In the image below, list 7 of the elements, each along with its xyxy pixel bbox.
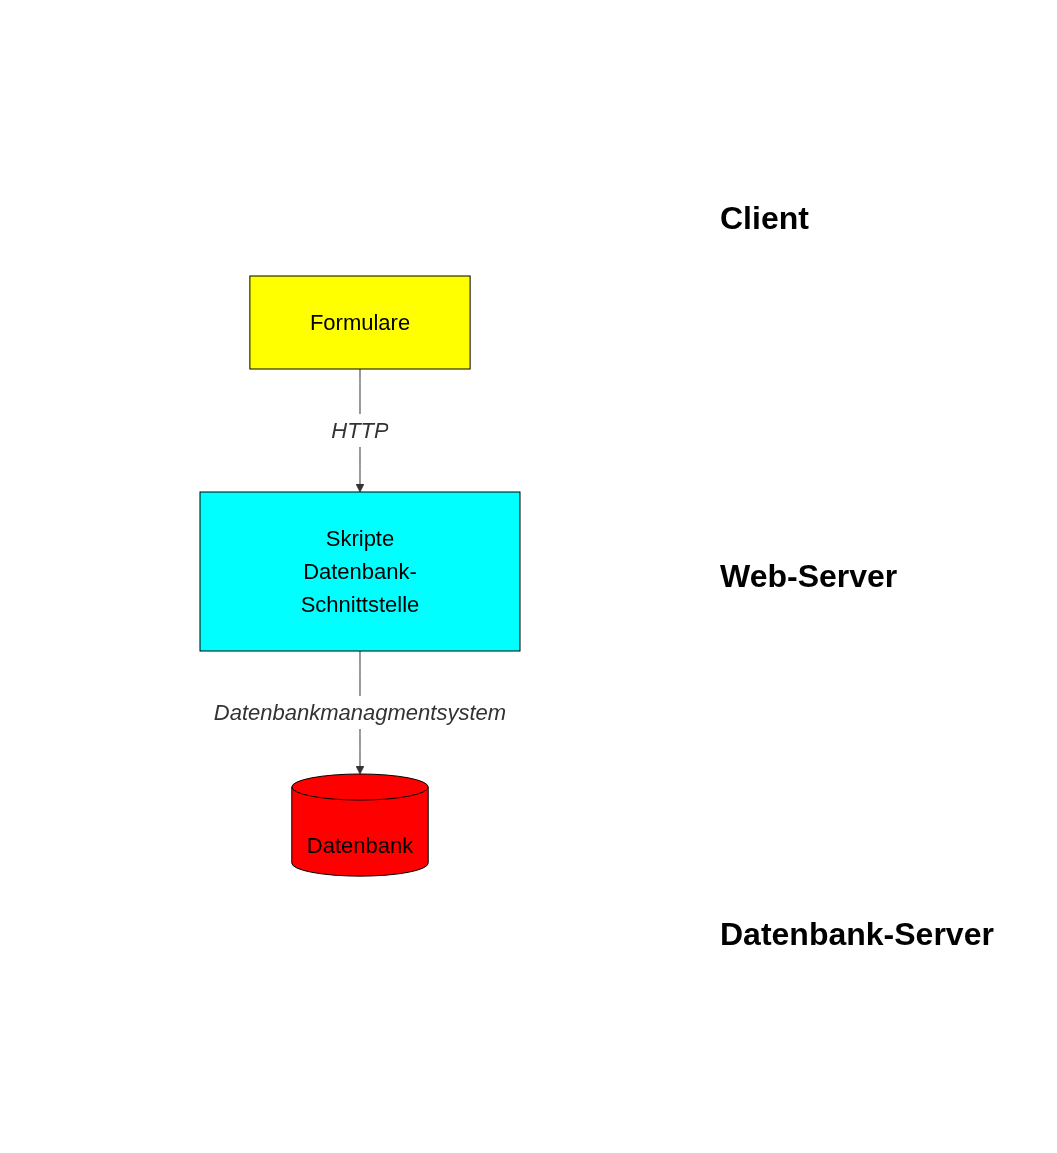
node-box: Skripte Datenbank-Schnittstelle xyxy=(199,491,521,652)
tier-label: Datenbank-Server xyxy=(720,915,995,953)
tier-label: Web-Server xyxy=(720,558,899,595)
node-box: Formulare xyxy=(249,275,471,370)
edge-label: HTTP xyxy=(331,418,389,444)
tier-label: Client xyxy=(720,200,810,238)
edge-label: Datenbankmanagmentsystem xyxy=(213,700,507,726)
